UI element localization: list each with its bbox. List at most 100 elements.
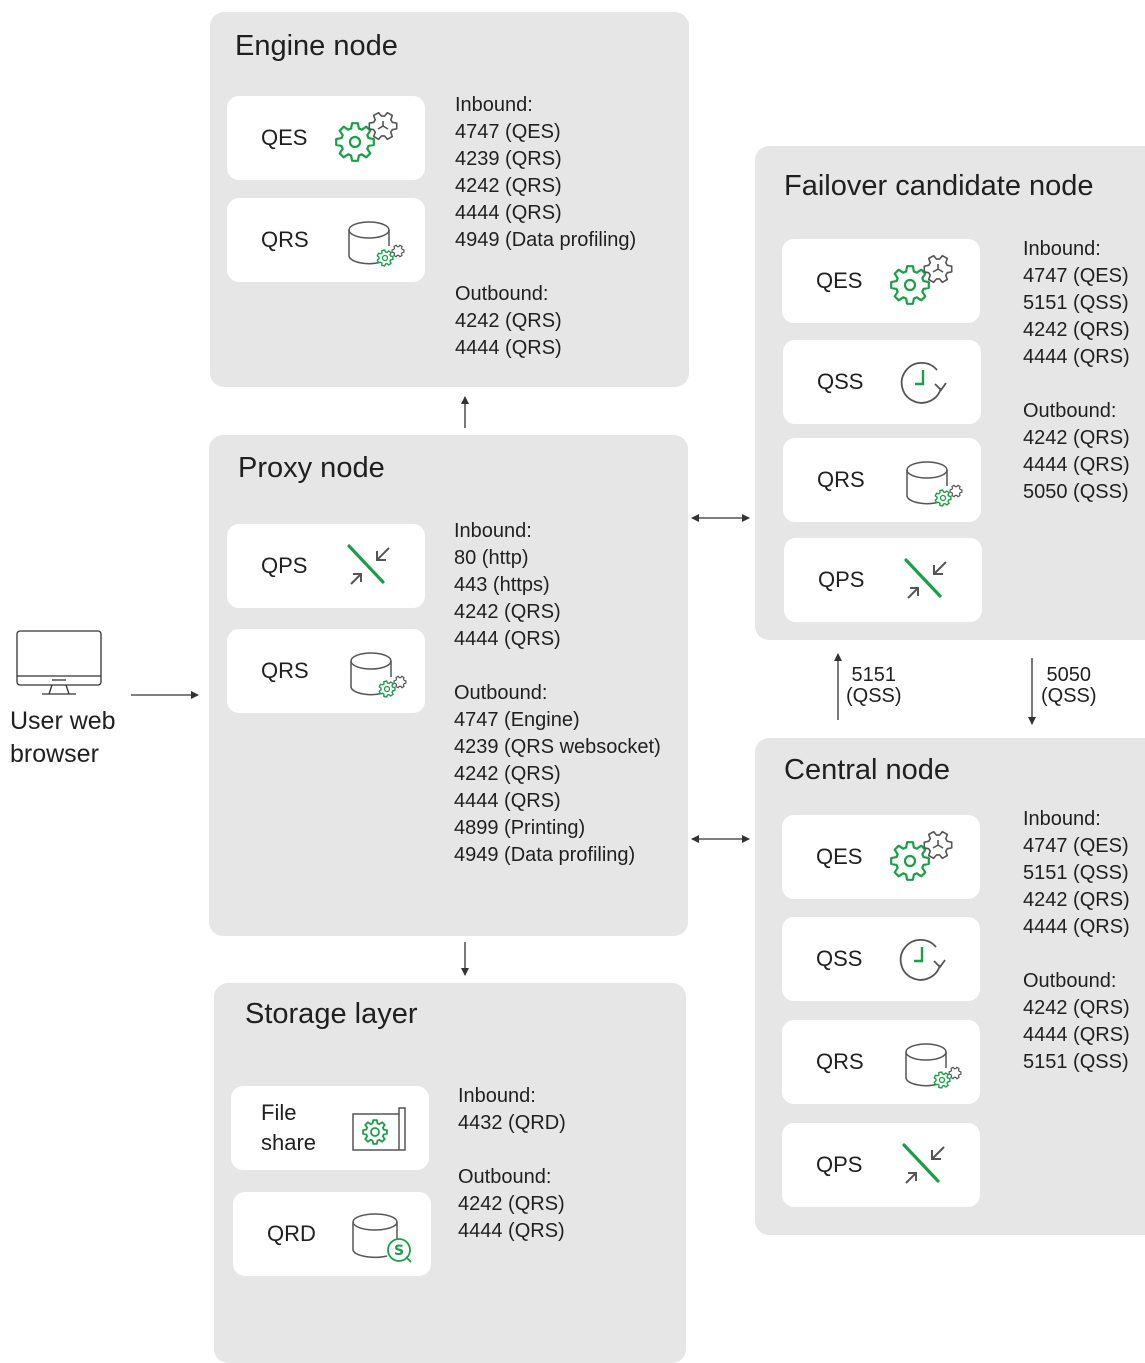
service-label: QRS [817, 467, 865, 492]
failover-node-title: Failover candidate node [784, 170, 1094, 202]
port-entry: 5151 (QSS) [1023, 292, 1129, 314]
proxy-arrows-icon [902, 1143, 945, 1184]
central-service-qrs: QRS [782, 1020, 980, 1104]
port-entry: 4747 (Engine) [454, 709, 580, 731]
failover-service-qrs: QRS [783, 438, 981, 522]
svg-text:S: S [394, 1243, 404, 1259]
port-heading: Outbound: [1023, 970, 1117, 992]
port-entry: 4242 (QRS) [454, 601, 561, 623]
edge-label-5151: 5151 (QSS) [846, 664, 902, 707]
port-entry: 4747 (QES) [1023, 835, 1129, 857]
port-heading: Inbound: [458, 1085, 536, 1107]
proxy-node-title: Proxy node [238, 452, 385, 484]
engine-ports: Inbound: 4747 (QES) 4239 (QRS) 4242 (QRS) 44… [455, 92, 636, 362]
repository-db-icon [905, 1043, 962, 1089]
edge-label-5050: 5050 (QSS) [1041, 664, 1097, 707]
port-entry: 443 (https) [454, 574, 550, 596]
port-entry: 4242 (QRS) [455, 175, 562, 197]
port-heading: Inbound: [1023, 808, 1101, 830]
engine-gear-icon [335, 111, 398, 162]
central-service-qes: QES [782, 815, 980, 899]
port-heading: Outbound: [458, 1166, 552, 1188]
service-label: QES [816, 844, 863, 869]
failover-service-qps: QPS [784, 538, 982, 622]
service-label: QRD [267, 1221, 316, 1246]
port-entry: 4242 (QRS) [1023, 319, 1130, 341]
storage-layer: Storage layer File share QRD S Inbound:4… [214, 983, 686, 1363]
service-label: QPS [261, 553, 308, 578]
port-entry: 4242 (QRS) [1023, 997, 1130, 1019]
port-heading: Inbound: [1023, 238, 1101, 260]
port-entry: 4444 (QRS) [455, 337, 562, 359]
port-heading: Outbound: [455, 283, 549, 305]
port-entry: 4444 (QRS) [454, 790, 561, 812]
port-entry: 4239 (QRS websocket) [454, 736, 661, 758]
central-service-qps: QPS [782, 1123, 980, 1207]
port-entry: 4444 (QRS) [1023, 346, 1130, 368]
storage-service-file-share: File share [231, 1086, 429, 1170]
port-gap [458, 1137, 566, 1164]
service-label: QRS [261, 658, 309, 683]
proxy-node: Proxy node QPS QRS Inbound:80 (http)443 … [209, 435, 688, 936]
port-entry: 4949 (Data profiling) [454, 844, 636, 866]
port-entry: 4242 (QRS) [454, 763, 561, 785]
service-label: QPS [818, 567, 865, 592]
port-entry: 4444 (QRS) [1023, 454, 1130, 476]
repository-db-icon [906, 461, 963, 507]
proxy-service-qrs: QRS [227, 629, 425, 713]
engine-gear-icon [890, 830, 953, 881]
service-label: QSS [817, 369, 864, 394]
port-entry: 5050 (QSS) [1023, 481, 1129, 503]
proxy-service-qps: QPS [227, 524, 425, 608]
engine-gear-icon [890, 254, 953, 305]
port-entry: 4242 (QRS) [1023, 889, 1130, 911]
repository-db-icon [348, 221, 405, 267]
port-entry: 4444 (QRS) [458, 1220, 565, 1242]
port-entry: 4242 (QRS) [1023, 427, 1130, 449]
proxy-ports: Inbound:80 (http)443 (https)4242 (QRS)44… [454, 518, 661, 869]
scheduler-clock-icon [900, 361, 947, 404]
port-gap [1023, 941, 1130, 968]
central-service-qss: QSS [782, 917, 980, 1001]
engine-service-qrs: QRS [227, 198, 425, 282]
failover-service-qes: QES [782, 239, 980, 323]
port-entry: 4242 (QRS) [455, 310, 562, 332]
service-label: QES [816, 268, 863, 293]
storage-service-qrd: QRD S [233, 1192, 431, 1276]
service-label: QRS [816, 1049, 864, 1074]
service-label: QPS [816, 1152, 863, 1177]
central-ports: Inbound: 4747 (QES) 5151 (QSS) 4242 (QRS) 44… [1023, 806, 1130, 1076]
port-entry: 4949 (Data profiling) [455, 229, 637, 251]
port-entry: 4242 (QRS) [458, 1193, 565, 1215]
port-entry: 4747 (QES) [1023, 265, 1129, 287]
port-entry: 4444 (QRS) [1023, 916, 1130, 938]
port-entry: 4444 (QRS) [454, 628, 561, 650]
failover-ports: Inbound: 4747 (QES) 5151 (QSS) 4242 (QRS) 44… [1023, 236, 1130, 506]
port-entry: 4444 (QRS) [455, 202, 562, 224]
proxy-arrows-icon [904, 558, 947, 599]
port-entry: 4432 (QRD) [458, 1112, 566, 1134]
port-gap [454, 653, 661, 680]
service-label: QES [261, 125, 308, 150]
service-label: QSS [816, 946, 863, 971]
port-heading: Inbound: [455, 94, 533, 116]
port-heading: Outbound: [454, 682, 548, 704]
failover-candidate-node: Failover candidate node QES QSS QRS QPS … [755, 146, 1145, 640]
scheduler-clock-icon [899, 938, 946, 981]
database-s-icon: S [352, 1213, 412, 1263]
service-label: File share [261, 1100, 317, 1155]
file-share-icon [352, 1107, 406, 1151]
port-gap [1023, 371, 1130, 398]
engine-service-qes: QES [227, 96, 425, 180]
port-entry: 4444 (QRS) [1023, 1024, 1130, 1046]
port-heading: Inbound: [454, 520, 532, 542]
failover-service-qss: QSS [783, 340, 981, 424]
engine-node-title: Engine node [235, 30, 398, 62]
port-entry: 4239 (QRS) [455, 148, 562, 170]
port-entry: 4899 (Printing) [454, 817, 586, 839]
repository-db-icon [350, 652, 407, 698]
port-gap [455, 254, 636, 281]
port-entry: 4747 (QES) [455, 121, 561, 143]
port-entry: 5151 (QSS) [1023, 1051, 1129, 1073]
